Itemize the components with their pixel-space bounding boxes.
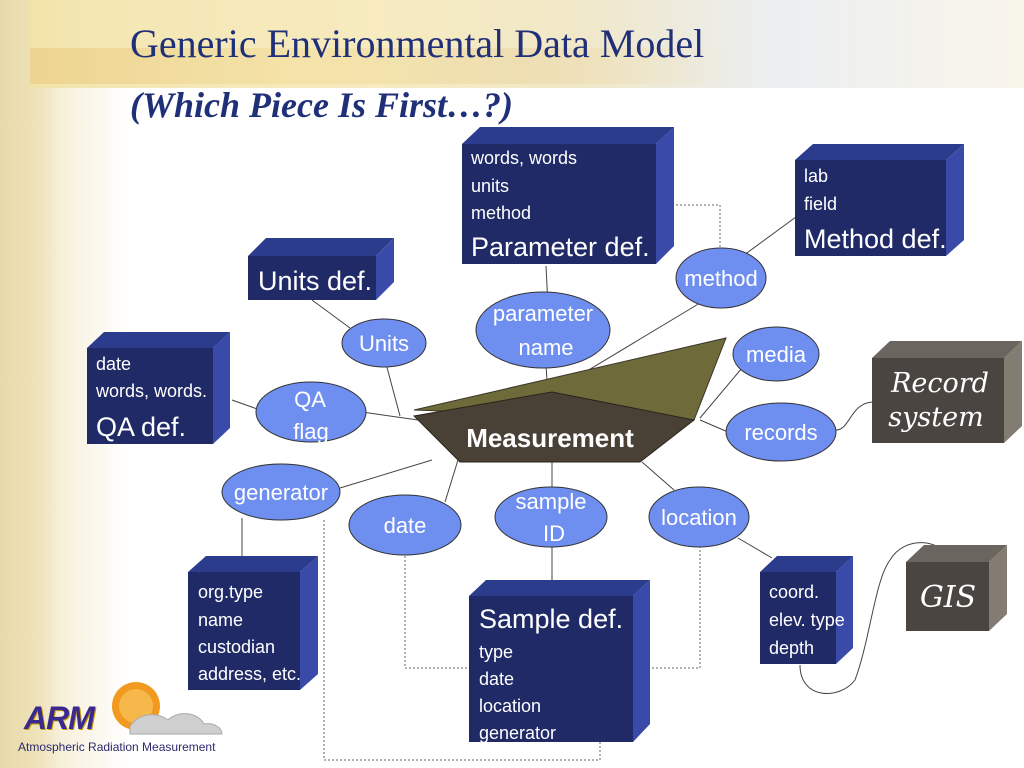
svg-text:location: location: [479, 696, 541, 716]
ellipse-method[interactable]: method: [675, 247, 767, 309]
svg-text:location: location: [661, 505, 737, 530]
ellipse-date[interactable]: date: [348, 494, 462, 556]
svg-text:date: date: [96, 354, 131, 374]
svg-text:system: system: [888, 402, 983, 433]
svg-text:generator: generator: [479, 723, 556, 743]
arm-logo-caption: Atmospheric Radiation Measurement: [18, 740, 216, 754]
units-def-box: Units def.: [248, 238, 394, 300]
svg-text:Record: Record: [890, 368, 989, 399]
svg-text:elev. type: elev. type: [769, 610, 845, 630]
svg-text:ID: ID: [543, 521, 565, 546]
ellipse-sample-id[interactable]: sample ID: [494, 486, 608, 548]
svg-text:QA def.: QA def.: [96, 412, 186, 442]
dotted-date-sample: [404, 548, 468, 669]
ellipse-location[interactable]: location: [648, 486, 750, 548]
svg-text:parameter: parameter: [493, 301, 593, 326]
connector-records-measurement: [699, 419, 729, 433]
ellipse-media[interactable]: media: [732, 326, 820, 382]
svg-text:sample: sample: [516, 489, 587, 514]
ellipse-qa-flag[interactable]: QA flag: [255, 381, 367, 444]
svg-text:generator: generator: [234, 480, 328, 505]
record-system-box: Record system: [872, 341, 1022, 443]
svg-text:address, etc.: address, etc.: [198, 664, 301, 684]
dotted-location-sample: [650, 546, 701, 669]
connector-location-gis: [799, 542, 947, 694]
svg-text:words, words.: words, words.: [95, 381, 207, 401]
svg-text:flag: flag: [293, 419, 328, 444]
connector-location-box: [737, 537, 773, 559]
svg-text:org.type: org.type: [198, 582, 263, 602]
svg-text:coord.: coord.: [769, 582, 819, 602]
connector-qa-box: [231, 399, 261, 411]
svg-text:depth: depth: [769, 638, 814, 658]
svg-text:date: date: [384, 513, 427, 538]
ellipse-generator[interactable]: generator: [221, 463, 341, 521]
connector-records-system: [835, 401, 873, 431]
svg-text:date: date: [479, 669, 514, 689]
connector-date-measurement: [444, 459, 459, 503]
svg-text:name: name: [198, 610, 243, 630]
connector-units-measurement: [384, 359, 401, 417]
svg-text:words, words: words, words: [470, 148, 577, 168]
ellipse-units[interactable]: Units: [341, 318, 427, 368]
page-subtitle: (Which Piece Is First…?): [130, 85, 513, 125]
ellipse-parameter-name[interactable]: parameter name: [475, 291, 611, 369]
dotted-parameter-method: [656, 204, 721, 250]
svg-text:Units: Units: [359, 331, 409, 356]
svg-text:method: method: [684, 266, 757, 291]
svg-text:lab: lab: [804, 166, 828, 186]
svg-text:GIS: GIS: [920, 580, 976, 615]
svg-text:name: name: [518, 335, 573, 360]
gis-box: GIS: [906, 545, 1007, 631]
method-def-box: lab field Method def.: [795, 144, 964, 256]
location-def-box: coord. elev. type depth: [760, 556, 853, 664]
header-band-accent: [30, 48, 730, 84]
svg-text:QA: QA: [294, 387, 326, 412]
sample-def-box: Sample def. type date location generator: [469, 580, 650, 743]
dotted-generator-sample: [323, 520, 601, 761]
connector-media-measurement: [699, 367, 743, 419]
svg-text:Sample def.: Sample def.: [479, 604, 623, 634]
svg-text:media: media: [746, 342, 807, 367]
connector-qa-measurement: [361, 411, 419, 421]
generator-def-box: org.type name custodian address, etc.: [188, 556, 318, 690]
ellipse-records[interactable]: records: [725, 402, 837, 462]
svg-text:Method def.: Method def.: [804, 224, 947, 254]
arm-logo-sun-icon: [112, 682, 223, 735]
svg-text:custodian: custodian: [198, 637, 275, 657]
connectors: [231, 213, 947, 694]
svg-text:method: method: [471, 203, 531, 223]
connector-method-box: [739, 213, 801, 259]
svg-text:units: units: [471, 176, 509, 196]
qa-def-box: date words, words. QA def.: [87, 332, 230, 444]
svg-text:Units def.: Units def.: [258, 266, 372, 296]
svg-text:Parameter def.: Parameter def.: [471, 232, 650, 262]
connector-generator-measurement: [339, 459, 433, 489]
svg-text:field: field: [804, 194, 837, 214]
parameter-def-box: words, words units method Parameter def.: [462, 127, 674, 264]
dotted-connectors: [323, 204, 721, 761]
measurement-label: Measurement: [466, 423, 634, 453]
svg-text:type: type: [479, 642, 513, 662]
connector-location-measurement: [641, 461, 675, 491]
connector-units-box: [311, 299, 351, 329]
measurement-node: Measurement: [412, 337, 727, 463]
svg-text:records: records: [744, 420, 817, 445]
arm-logo-text: ARM: [24, 700, 95, 736]
page-title: Generic Environmental Data Model: [130, 21, 705, 66]
